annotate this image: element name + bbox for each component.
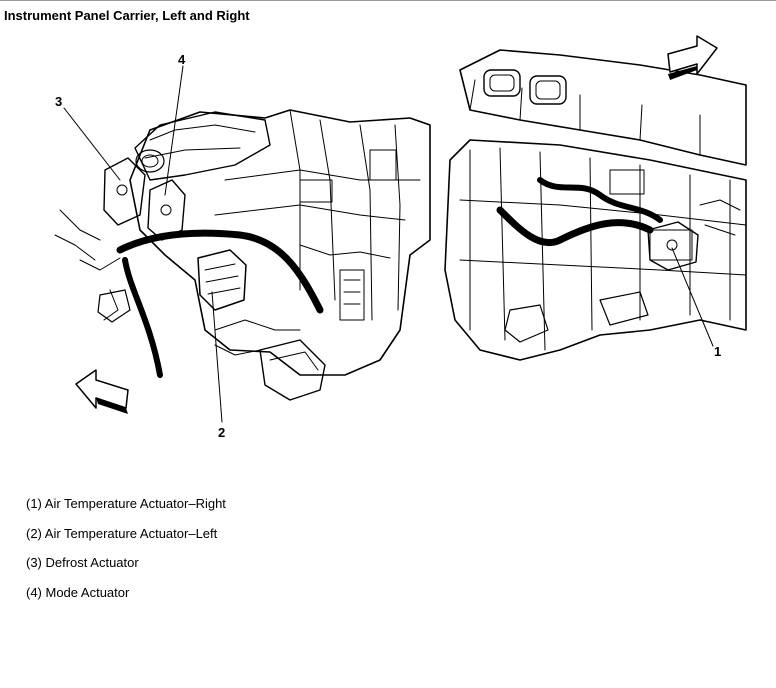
forward-arrow-left-icon bbox=[75, 369, 129, 414]
legend-item-3: (3) Defrost Actuator bbox=[26, 555, 139, 570]
forward-arrow-right-icon bbox=[667, 35, 718, 80]
legend-item-1: (1) Air Temperature Actuator–Right bbox=[26, 496, 226, 511]
page-title: Instrument Panel Carrier, Left and Right bbox=[4, 8, 250, 23]
top-rule bbox=[0, 0, 776, 1]
callout-3: 3 bbox=[55, 94, 62, 109]
callout-1: 1 bbox=[714, 344, 721, 359]
legend-list: (1) Air Temperature Actuator–Right (2) A… bbox=[26, 496, 226, 614]
instrument-panel-illustration: 3 4 2 1 bbox=[54, 35, 747, 440]
left-hvac-assembly bbox=[54, 109, 431, 401]
callout-leaders bbox=[63, 65, 714, 423]
right-hvac-assembly bbox=[444, 49, 747, 361]
legend-item-2: (2) Air Temperature Actuator–Left bbox=[26, 525, 218, 541]
callout-4: 4 bbox=[178, 52, 186, 67]
callout-2: 2 bbox=[218, 425, 225, 440]
legend-item-4: (4) Mode Actuator bbox=[26, 584, 130, 600]
